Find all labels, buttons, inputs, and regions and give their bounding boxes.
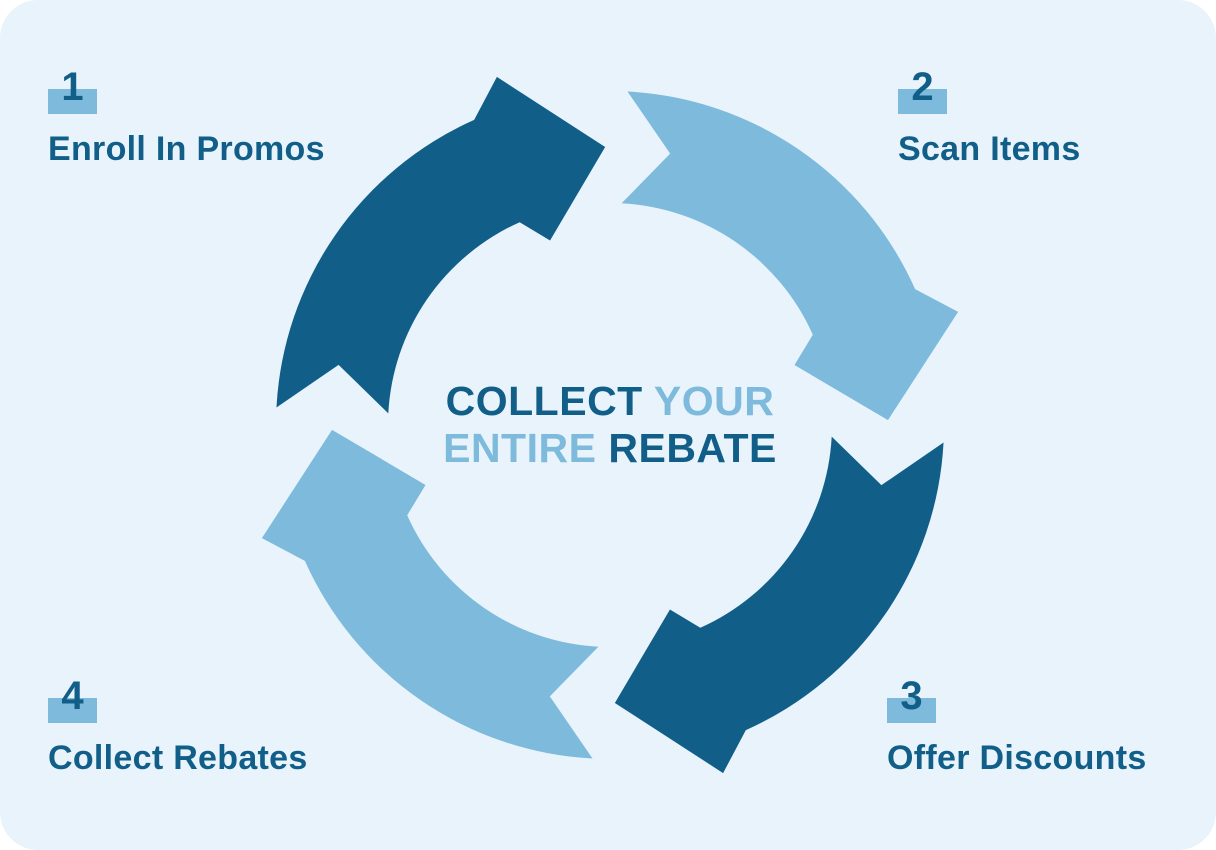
center-title-line2: ENTIRE REBATE (443, 425, 777, 472)
step-2-number-highlight (898, 89, 947, 114)
step-4-number: 4 (61, 674, 84, 718)
center-title-word-collect: COLLECT (445, 378, 643, 424)
step-2-number-block: 2 (898, 67, 947, 114)
step-3-label: Offer Discounts (887, 739, 1147, 777)
step-1-label: Enroll In Promos (48, 130, 325, 168)
cycle-arrow-bottom-left (261, 429, 599, 759)
step-2-number: 2 (911, 65, 934, 109)
cycle-arrow-bottom-right (614, 436, 944, 774)
center-title-line1: COLLECT YOUR (443, 378, 777, 425)
step-3-number: 3 (900, 674, 923, 718)
step-item-1: 1 Enroll In Promos (48, 67, 325, 169)
step-2-label: Scan Items (898, 130, 1081, 168)
step-1-number: 1 (61, 65, 84, 109)
center-title-word-entire: ENTIRE (443, 425, 597, 471)
step-1-number-block: 1 (48, 67, 97, 114)
step-4-number-block: 4 (48, 676, 97, 723)
cycle-arrow-top-left (276, 76, 606, 414)
step-3-number-highlight (887, 698, 936, 723)
step-3-number-block: 3 (887, 676, 936, 723)
step-item-4: 4 Collect Rebates (48, 676, 308, 778)
center-title-word-your: YOUR (653, 378, 775, 424)
step-4-label: Collect Rebates (48, 739, 308, 777)
step-item-3: 3 Offer Discounts (887, 676, 1147, 778)
center-title-word-rebate: REBATE (608, 425, 777, 471)
step-1-number-highlight (48, 89, 97, 114)
center-title: COLLECT YOUR ENTIRE REBATE (443, 378, 777, 472)
cycle-arrow-top-right (621, 91, 959, 421)
step-item-2: 2 Scan Items (898, 67, 1081, 169)
step-4-number-highlight (48, 698, 97, 723)
